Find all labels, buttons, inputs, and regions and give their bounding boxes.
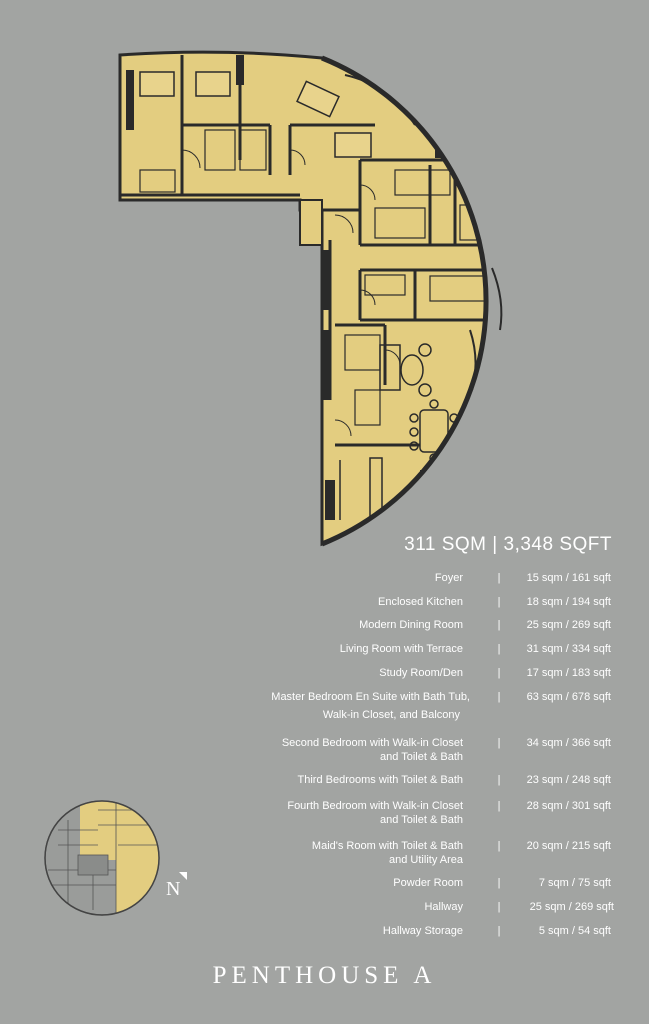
room-area: 28 sqm / 301 sqft bbox=[526, 800, 611, 812]
floor-plan bbox=[118, 50, 503, 547]
room-label: Third Bedrooms with Toilet & Bath bbox=[297, 774, 463, 786]
separator: | bbox=[497, 596, 501, 608]
room-row: Hallway Storage | 5 sqm / 54 sqft bbox=[200, 923, 620, 941]
balcony-rails bbox=[344, 74, 503, 391]
separator: | bbox=[497, 877, 501, 889]
room-row: Modern Dining Room | 25 sqm / 269 sqft bbox=[200, 617, 620, 635]
room-label: Enclosed Kitchen bbox=[378, 596, 463, 608]
room-area: 20 sqm / 215 sqft bbox=[526, 840, 611, 852]
room-label: Modern Dining Room bbox=[359, 619, 463, 631]
separator: | bbox=[497, 901, 501, 913]
room-row: Study Room/Den | 17 sqm / 183 sqft bbox=[200, 665, 620, 683]
room-area: 63 sqm / 678 sqft bbox=[526, 691, 611, 703]
room-area: 17 sqm / 183 sqft bbox=[526, 667, 611, 679]
room-area: 34 sqm / 366 sqft bbox=[526, 737, 611, 749]
room-label: Study Room/Den bbox=[379, 667, 463, 679]
room-label: Second Bedroom with Walk-in Closet bbox=[281, 737, 463, 749]
page-title: PENTHOUSE A bbox=[212, 962, 437, 989]
room-label-line2: and Utility Area bbox=[389, 854, 463, 866]
separator: | bbox=[497, 643, 501, 655]
room-label-line2: Walk-in Closet, and Balcony bbox=[322, 709, 460, 721]
room-row: Living Room with Terrace | 31 sqm / 334 … bbox=[200, 641, 620, 659]
room-area: 25 sqm / 269 sqft bbox=[526, 619, 611, 631]
room-row: Powder Room | 7 sqm / 75 sqft bbox=[200, 875, 620, 893]
room-label: Fourth Bedroom with Walk-in Closet bbox=[287, 800, 463, 812]
separator: | bbox=[497, 572, 501, 584]
room-label: Foyer bbox=[434, 572, 463, 584]
room-area: 15 sqm / 161 sqft bbox=[526, 572, 611, 584]
separator: | bbox=[497, 800, 501, 812]
room-row: Foyer | 15 sqm / 161 sqft bbox=[200, 570, 620, 588]
room-area: 5 sqm / 54 sqft bbox=[538, 925, 611, 937]
separator: | bbox=[497, 774, 501, 786]
room-area: 25 sqm / 269 sqft bbox=[529, 901, 614, 913]
room-row: Enclosed Kitchen | 18 sqm / 194 sqft bbox=[200, 594, 620, 612]
room-row: Hallway | 25 sqm / 269 sqft bbox=[200, 899, 620, 917]
separator: | bbox=[497, 667, 501, 679]
separator: | bbox=[497, 925, 501, 937]
room-label: Maid's Room with Toilet & Bath bbox=[311, 840, 463, 852]
room-row: Third Bedrooms with Toilet & Bath | 23 s… bbox=[200, 772, 620, 790]
separator: | bbox=[497, 840, 501, 852]
room-area: 23 sqm / 248 sqft bbox=[526, 774, 611, 786]
separator: | bbox=[497, 619, 501, 631]
room-row: Maid's Room with Toilet & Bath and Utili… bbox=[200, 838, 620, 874]
north-indicator: N bbox=[166, 872, 187, 902]
room-label: Powder Room bbox=[393, 877, 463, 889]
room-label: Living Room with Terrace bbox=[339, 643, 463, 655]
room-label: Master Bedroom En Suite with Bath Tub, bbox=[271, 691, 470, 703]
total-area: 311 SQM | 3,348 SQFT bbox=[404, 534, 612, 555]
north-arrow-icon bbox=[179, 872, 187, 880]
separator: | bbox=[497, 691, 501, 703]
room-row: Second Bedroom with Walk-in Closet and T… bbox=[200, 735, 620, 771]
room-label-line2: and Toilet & Bath bbox=[380, 751, 463, 763]
room-label-line2: and Toilet & Bath bbox=[380, 814, 463, 826]
key-plan bbox=[44, 800, 160, 916]
north-label: N bbox=[166, 878, 181, 900]
room-area: 31 sqm / 334 sqft bbox=[526, 643, 611, 655]
room-label: Hallway bbox=[424, 901, 463, 913]
room-area: 7 sqm / 75 sqft bbox=[538, 877, 611, 889]
room-area: 18 sqm / 194 sqft bbox=[526, 596, 611, 608]
room-label: Hallway Storage bbox=[382, 925, 463, 937]
separator: | bbox=[497, 737, 501, 749]
room-row: Master Bedroom En Suite with Bath Tub, W… bbox=[200, 689, 620, 725]
room-row: Fourth Bedroom with Walk-in Closet and T… bbox=[200, 798, 620, 834]
